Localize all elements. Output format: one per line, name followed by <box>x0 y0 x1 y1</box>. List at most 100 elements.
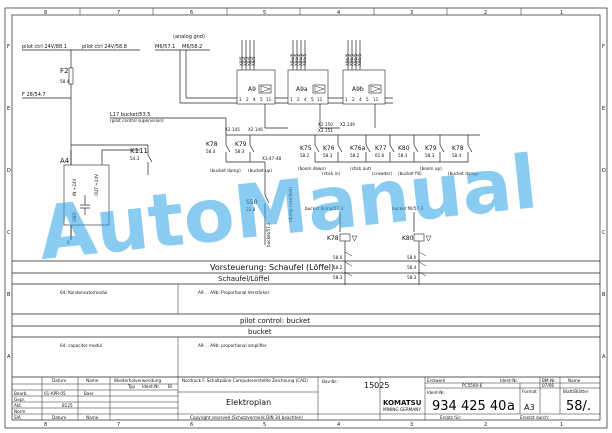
pin-label: 1 <box>290 97 293 102</box>
tb-blatt-value: 58/. <box>566 399 591 414</box>
desc-title-en: pilot control: bucket <box>240 317 310 325</box>
switch-caption: (dump manifold) <box>288 187 293 222</box>
connector-label: X2.151 <box>318 128 333 133</box>
row-label: D <box>7 168 11 174</box>
tb-bearb-name: Baer <box>84 391 94 396</box>
relay-ref: 58.2 <box>300 153 310 158</box>
relay-ref: 58.4 <box>452 153 462 158</box>
tb-copyright: Copyright reserved (Schutzvermerk DIN 34… <box>190 415 303 420</box>
tb-ident-label-2: Ident-Nr. <box>427 390 445 395</box>
amplifier-name: A9 <box>248 86 256 93</box>
connector-label: X2.146 <box>248 127 263 132</box>
col-label: 1 <box>560 422 563 428</box>
relay-ref: 58.4 <box>206 149 216 154</box>
rail-label-analog-gnd: (analog gnd) <box>173 34 205 40</box>
coil-ref: 58.3 <box>333 275 343 280</box>
module-in-label: IN +24V <box>72 178 77 196</box>
amplifier-name: A9a <box>296 86 308 93</box>
coil-k78: bucket dump/57.3 K78 58.0 58.2 58.3 <box>305 206 358 285</box>
tb-bearb-label: Bearb. <box>14 391 28 396</box>
col-label: 7 <box>117 10 120 16</box>
pin-label: 5 <box>366 97 369 102</box>
tb-col-typ: Typ <box>127 384 135 389</box>
triangle-icon <box>314 85 325 93</box>
wire-label: X9a/5 <box>298 53 303 66</box>
pin-label: 2 <box>352 97 355 102</box>
relay-ref: 58.3 <box>425 153 435 158</box>
sheet-border <box>4 7 608 429</box>
relay-name: K78 <box>206 141 218 148</box>
col-label: 8 <box>44 10 47 16</box>
tb-erstwerk-label: Erstwerk <box>427 378 446 383</box>
col-label: 5 <box>263 10 266 16</box>
row-label: F <box>7 44 10 50</box>
amplifier-symbol-icon <box>368 84 382 94</box>
wire-label: X9/5 <box>251 56 256 66</box>
switch-supply-label: bucket/57.2 <box>266 222 271 247</box>
tb-norm-label: Norm <box>14 409 25 414</box>
desc-subtitle-de: Schaufel/Löffel <box>218 275 270 283</box>
relay-name: K79 <box>235 141 247 148</box>
triangle-icon <box>260 85 271 93</box>
col-label: 4 <box>337 422 340 428</box>
col-label: 2 <box>484 10 487 16</box>
pin-label: 1 <box>345 97 348 102</box>
tb-akt-label: Akt. <box>14 403 22 408</box>
pin-label: 11 <box>373 97 379 102</box>
watermark-text: AutoManual <box>35 139 542 277</box>
amplifier-symbol-icon <box>312 84 326 94</box>
relay-ref: 58.3 <box>398 153 408 158</box>
amplifier-a9: X9/5 X9/5 X9/5 X9/5 A9 1 2 4 5 11 <box>236 40 276 105</box>
contact-name: K111 <box>130 147 148 155</box>
rail-label-ctrl1: pilot ctrl 24V/88.1 <box>22 44 67 50</box>
tb-date-small: 07/06 <box>542 383 554 388</box>
row-grid: F E D C B A F E D C B A <box>7 44 606 360</box>
relay-name: K80 <box>398 145 410 152</box>
rail-label-supervision: (pilot control supervision) <box>110 118 164 123</box>
capacitor-module-a4: A4 IN +24V OUT +24V GND 0 <box>60 149 140 245</box>
row-label: E <box>7 106 10 112</box>
coil-title: bucket dump/57.3 <box>305 206 344 211</box>
wire-label: X9b/5 <box>357 53 362 66</box>
rail-label-m6b: M6/58.2 <box>182 44 202 50</box>
pin-label: 4 <box>304 97 307 102</box>
relay-name: K78 <box>452 145 464 152</box>
contact-k111: K111 54.3 <box>130 145 153 175</box>
pin-label: 2 <box>297 97 300 102</box>
desc-note-de-right: A9 ... A9b: Proportional Verstärker <box>198 290 270 295</box>
coil-ref: 58.0 <box>333 255 343 260</box>
coil-ref: 58.0 <box>407 255 417 260</box>
tb-format-label: Format <box>522 389 537 394</box>
relay-caption: (stick out) <box>350 166 372 171</box>
desc-title-de: Vorsteuerung: Schaufel (Löffel) <box>210 263 334 272</box>
relay-caption: (bucket up) <box>248 168 272 173</box>
row-label: B <box>602 292 606 298</box>
wire-label: X9a/5 <box>294 53 299 66</box>
tb-ersatz-durch: Ersetzt durch: <box>520 415 549 420</box>
row-label: F <box>602 44 605 50</box>
tb-ident-label: Ident-Nr. <box>500 378 518 383</box>
relay-caption: (crowder) <box>372 171 393 176</box>
module-out-label: OUT +24V <box>94 174 99 196</box>
tb-sia: SIA <box>14 415 21 420</box>
row-label: B <box>7 292 11 298</box>
module-name: A4 <box>60 157 70 165</box>
fuse-f28-label: F28 <box>60 67 73 75</box>
coil-ref: 58.3 <box>407 275 417 280</box>
pin-label: 5 <box>311 97 314 102</box>
coil-title: bucket fill/57.3 <box>392 206 423 211</box>
diode-icon <box>351 235 358 242</box>
title-block: Datum Name Wiederholverwendung Typ Ident… <box>12 377 600 420</box>
desc-note-en-right: A9 ... A9b: proportional amplifier <box>198 343 267 348</box>
tb-akt-name: 8125 <box>62 403 73 408</box>
tb-col-ident: Ident-Nr. <box>142 384 160 389</box>
tb-bm-label: BM-Nr. <box>542 378 556 383</box>
desc-subtitle-en: bucket <box>248 328 272 336</box>
connector-label: X3:47-48 <box>262 156 281 161</box>
rail-label-ctrl2: pilot ctrl 24V/58.8 <box>82 44 127 50</box>
amplifier-symbol-icon <box>258 84 272 94</box>
diode-icon <box>425 235 432 242</box>
tb-bav-label: Bav-Nr.: <box>322 379 339 384</box>
column-grid: 8 7 6 5 4 3 2 1 8 7 6 5 4 3 2 1 <box>44 8 563 428</box>
pin-label: 1 <box>239 97 242 102</box>
